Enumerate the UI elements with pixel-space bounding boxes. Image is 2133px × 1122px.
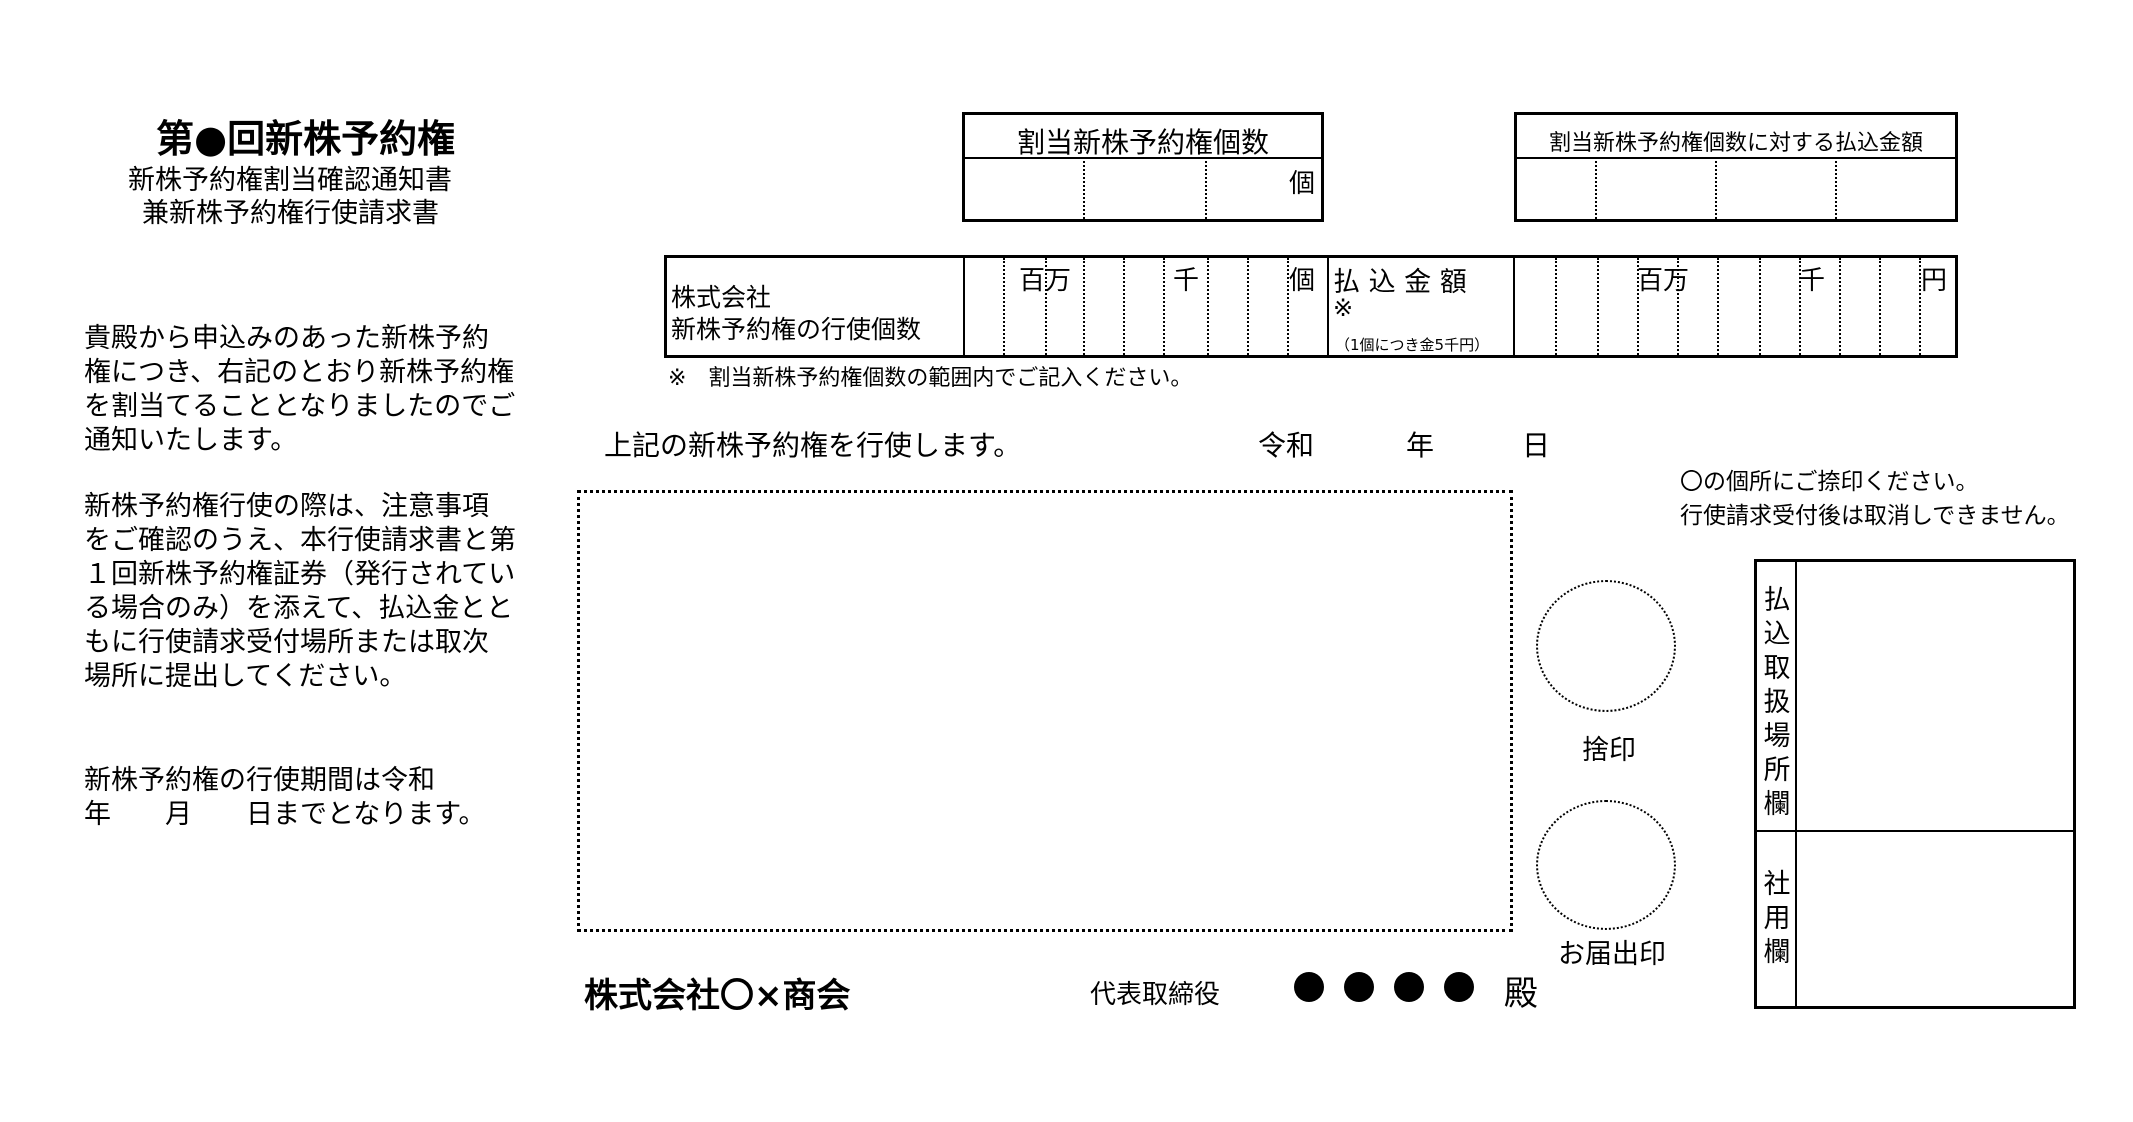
paragraph-line: 新株予約権の行使期間は令和 xyxy=(84,765,435,796)
todokede-in-label: お届出印 xyxy=(1558,939,1666,970)
seal-notice-line2: 行使請求受付後は取消しできません。 xyxy=(1680,503,2070,529)
allot-count-unit: 個 xyxy=(1288,169,1315,199)
payment-amount-label: 払 込 金 額 xyxy=(1333,267,1467,298)
exercise-statement: 上記の新株予約権を行使します。 xyxy=(604,429,1022,462)
paragraph-line: 場所に提出してください。 xyxy=(84,661,407,692)
paragraph-line: をご確認のうえ、本行使請求書と第 xyxy=(84,525,516,556)
document-subtitle-2: 兼新株予約権行使請求書 xyxy=(142,198,439,229)
allot-count-label: 割当新株予約権個数 xyxy=(1016,126,1269,159)
allot-payment-label: 割当新株予約権個数に対する払込金額 xyxy=(1548,131,1923,156)
vertical-char: 用 xyxy=(1763,903,1791,934)
document-subtitle-1: 新株予約権割当確認通知書 xyxy=(128,165,452,196)
count-range-note: ※ 割当新株予約権個数の範囲内でご記入ください。 xyxy=(668,366,1193,391)
exercise-company-label: 株式会社 xyxy=(671,283,772,312)
yen-unit-thousand: 千 xyxy=(1799,266,1826,296)
seal-dot-icon xyxy=(1394,972,1424,1002)
paragraph-line: 年 月 日までとなります。 xyxy=(84,799,486,830)
paragraph-line: もに行使請求受付場所または取次 xyxy=(84,627,489,658)
exercise-period-paragraph: 新株予約権の行使期間は令和 年 月 日までとなります。 xyxy=(84,764,544,832)
paragraph-line: 通知いたします。 xyxy=(84,425,298,456)
allot-count-box: 割当新株予約権個数 個 xyxy=(962,112,1324,222)
todokede-in-seal-circle[interactable] xyxy=(1536,800,1676,930)
paragraph-line: を割当てることとなりましたのでご xyxy=(84,391,516,422)
dono-honorific: 殿 xyxy=(1504,974,1538,1014)
vertical-char: 場 xyxy=(1763,721,1791,752)
date-era: 令和 xyxy=(1258,429,1315,462)
vertical-char: 取 xyxy=(1763,653,1791,684)
count-unit-thousand: 千 xyxy=(1173,266,1200,296)
representative-seal-dots xyxy=(1294,972,1494,1002)
date-year: 年 xyxy=(1406,429,1435,462)
sute-in-label: 捨印 xyxy=(1582,735,1636,766)
count-unit: 個 xyxy=(1289,266,1316,296)
sute-in-seal-circle[interactable] xyxy=(1536,580,1676,712)
payment-mark: ※ xyxy=(1333,294,1354,322)
paragraph-line: 権につき、右記のとおり新株予約権 xyxy=(84,357,515,388)
yen-unit: 円 xyxy=(1921,266,1948,296)
seal-dot-icon xyxy=(1294,972,1324,1002)
side-box: 払 込 取 扱 場 所 欄 社 用 欄 xyxy=(1754,559,2076,1009)
allot-payment-box: 割当新株予約権個数に対する払込金額 xyxy=(1514,112,1958,222)
seal-dot-icon xyxy=(1344,972,1374,1002)
paragraph-line: 貴殿から申込みのあった新株予約 xyxy=(84,323,489,354)
paragraph-line: １回新株予約権証券（発行されてい xyxy=(84,559,516,590)
seal-dot-icon xyxy=(1444,972,1474,1002)
vertical-char: 欄 xyxy=(1763,937,1791,968)
payment-note: （1個につき金5千円） xyxy=(1335,336,1490,354)
paragraph-line: る場合のみ）を添えて、払込金とと xyxy=(84,593,514,624)
payment-handling-place-label: 払 込 取 扱 場 所 欄 xyxy=(1757,584,1797,822)
vertical-char: 欄 xyxy=(1763,789,1791,820)
count-unit-million: 百万 xyxy=(1019,266,1072,296)
representative-role: 代表取締役 xyxy=(1090,980,1221,1010)
exercise-instructions-paragraph: 新株予約権行使の際は、注意事項 をご確認のうえ、本行使請求書と第 １回新株予約権… xyxy=(84,490,544,694)
seal-notice-line1: 〇の個所にご捺印ください。 xyxy=(1680,469,1979,495)
vertical-char: 社 xyxy=(1763,869,1791,900)
vertical-char: 扱 xyxy=(1763,687,1791,718)
document-title: 第●回新株予約権 xyxy=(156,117,456,161)
vertical-char: 所 xyxy=(1763,755,1791,786)
exercise-row-box: 株式会社 新株予約権の行使個数 百万 千 個 払 込 金 額 ※ （1個につき金… xyxy=(664,255,1958,358)
vertical-char: 払 xyxy=(1763,585,1791,616)
exercise-count-label: 新株予約権の行使個数 xyxy=(671,315,922,344)
company-use-label: 社 用 欄 xyxy=(1757,868,1797,970)
company-name: 株式会社〇×商会 xyxy=(584,976,851,1016)
allotment-notice-paragraph: 貴殿から申込みのあった新株予約 権につき、右記のとおり新株予約権 を割当てること… xyxy=(84,322,544,458)
paragraph-line: 新株予約権行使の際は、注意事項 xyxy=(84,491,489,522)
vertical-char: 込 xyxy=(1763,619,1791,650)
applicant-entry-area[interactable] xyxy=(577,490,1513,932)
yen-unit-million: 百万 xyxy=(1637,266,1690,296)
date-day: 日 xyxy=(1522,429,1551,462)
